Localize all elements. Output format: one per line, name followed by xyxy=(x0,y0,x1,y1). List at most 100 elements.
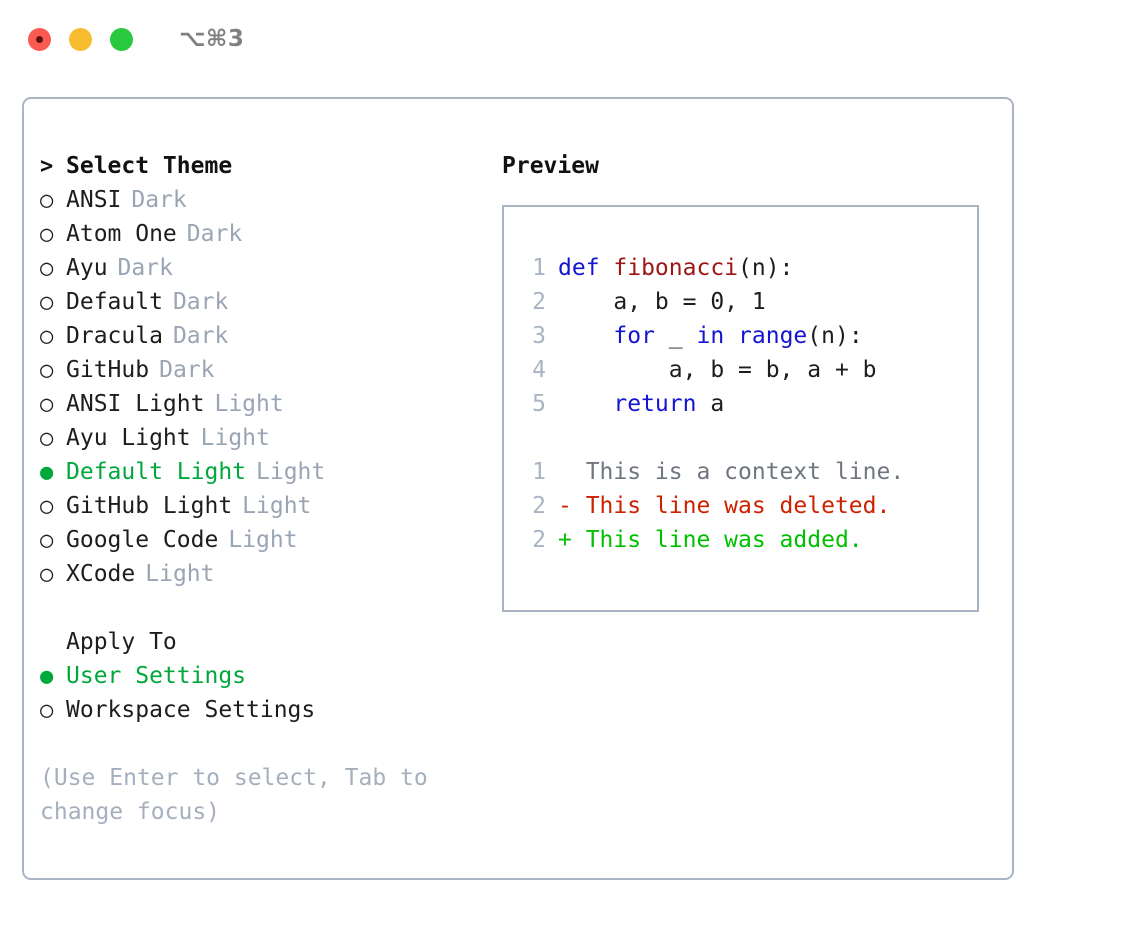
line-number: 1 xyxy=(532,459,546,485)
code-line: 5 return a xyxy=(520,387,977,421)
close-button[interactable] xyxy=(28,27,51,51)
code-diff-separator xyxy=(520,421,977,455)
radio-unselected-icon[interactable]: ○ xyxy=(40,426,54,451)
radio-unselected-icon[interactable]: ○ xyxy=(40,358,54,383)
apply-to-label: User Settings xyxy=(66,663,247,689)
theme-list-item[interactable]: ○ XCode Light xyxy=(40,557,490,591)
line-number: 5 xyxy=(532,391,546,417)
radio-selected-icon[interactable]: ● xyxy=(40,664,54,689)
theme-list-item[interactable]: ○ Ayu Light Light xyxy=(40,421,490,455)
theme-name: ANSI Light xyxy=(66,391,205,417)
apply-to-header: Apply To xyxy=(40,625,490,659)
code-line: 2 a, b = 0, 1 xyxy=(520,285,977,319)
diff-text-del: - This line was deleted. xyxy=(558,493,891,519)
diff-line: 2 - This line was deleted. xyxy=(520,489,977,523)
theme-list-item[interactable]: ● Default Light Light xyxy=(40,455,490,489)
diff-line: 2+ This line was added. xyxy=(520,523,977,557)
theme-name: Default Light xyxy=(66,459,247,485)
radio-unselected-icon[interactable]: ○ xyxy=(40,290,54,315)
theme-name: Atom One xyxy=(66,221,177,247)
theme-variant-badge: Dark xyxy=(172,323,229,349)
radio-unselected-icon[interactable]: ○ xyxy=(40,494,54,519)
apply-to-label: Workspace Settings xyxy=(66,697,316,723)
theme-name: ANSI xyxy=(66,187,122,213)
code-token-txt: a, b = 0, 1 xyxy=(558,289,766,315)
code-token-txt: a, b = b, a + b xyxy=(558,357,877,383)
theme-name: Ayu Light xyxy=(66,425,191,451)
code-text: a, b = b, a + b xyxy=(558,353,877,387)
code-token-kw: def xyxy=(558,255,614,281)
code-token-txt xyxy=(558,391,613,417)
theme-picker-title: Select Theme xyxy=(66,153,233,179)
line-number: 2 xyxy=(532,527,546,553)
theme-variant-badge: Light xyxy=(214,391,284,417)
theme-list-item[interactable]: ○ ANSI Light Light xyxy=(40,387,490,421)
code-token-txt xyxy=(558,323,613,349)
apply-to-title: Apply To xyxy=(66,629,177,655)
code-token-txt xyxy=(724,323,738,349)
theme-list-item[interactable]: ○ Atom One Dark xyxy=(40,217,490,251)
code-token-kw: for xyxy=(613,323,655,349)
radio-unselected-icon[interactable]: ○ xyxy=(40,528,54,553)
theme-name: Default xyxy=(66,289,163,315)
keyboard-hint: (Use Enter to select, Tab to change focu… xyxy=(40,765,442,825)
line-number: 2 xyxy=(532,493,546,519)
theme-variant-badge: Light xyxy=(228,527,298,553)
code-text: a, b = 0, 1 xyxy=(558,285,766,319)
code-token-kw: in xyxy=(696,323,725,349)
radio-selected-icon[interactable]: ● xyxy=(40,460,54,485)
diff-block: 1 This is a context line. 2 - This line wa… xyxy=(520,455,977,557)
window-title: ⌥⌘3 xyxy=(179,26,245,52)
radio-unselected-icon[interactable]: ○ xyxy=(40,698,54,723)
code-token-kw: range xyxy=(738,323,808,349)
diff-text-ctx: This is a context line. xyxy=(558,459,905,485)
radio-unselected-icon[interactable]: ○ xyxy=(40,392,54,417)
window-controls xyxy=(28,27,133,51)
code-token-txt: (n): xyxy=(738,255,794,281)
preview-title: Preview xyxy=(502,153,599,179)
theme-variant-badge: Light xyxy=(256,459,326,485)
code-line: 4 a, b = b, a + b xyxy=(520,353,977,387)
radio-unselected-icon[interactable]: ○ xyxy=(40,324,54,349)
theme-variant-badge: Light xyxy=(242,493,312,519)
apply-to-list: ● User Settings ○ Workspace Settings xyxy=(40,659,490,727)
theme-list-item[interactable]: ○ Ayu Dark xyxy=(40,251,490,285)
radio-unselected-icon[interactable]: ○ xyxy=(40,562,54,587)
code-token-txt: a xyxy=(696,391,725,417)
radio-unselected-icon[interactable]: ○ xyxy=(40,222,54,247)
title-bar: ⌥⌘3 xyxy=(0,0,1140,78)
minimize-button[interactable] xyxy=(69,27,92,51)
apply-to-item[interactable]: ○ Workspace Settings xyxy=(40,693,490,727)
line-number: 2 xyxy=(532,289,546,315)
code-token-txt: _ xyxy=(654,323,697,349)
theme-name: Ayu xyxy=(66,255,108,281)
theme-variant-badge: Light xyxy=(200,425,270,451)
maximize-button[interactable] xyxy=(110,27,133,51)
theme-variant-badge: Light xyxy=(145,561,215,587)
theme-name: XCode xyxy=(66,561,136,587)
theme-picker-header: > Select Theme xyxy=(40,149,490,183)
theme-list-item[interactable]: ○ Google Code Light xyxy=(40,523,490,557)
theme-variant-badge: Dark xyxy=(117,255,173,281)
hint-spacer xyxy=(40,727,490,761)
line-number: 3 xyxy=(532,323,546,349)
radio-unselected-icon[interactable]: ○ xyxy=(40,188,54,213)
theme-name: Google Code xyxy=(66,527,219,553)
theme-variant-badge: Dark xyxy=(186,221,243,247)
radio-unselected-icon[interactable]: ○ xyxy=(40,256,54,281)
code-token-kw: return xyxy=(613,391,697,417)
line-number: 4 xyxy=(532,357,546,383)
apply-to-item[interactable]: ● User Settings xyxy=(40,659,490,693)
